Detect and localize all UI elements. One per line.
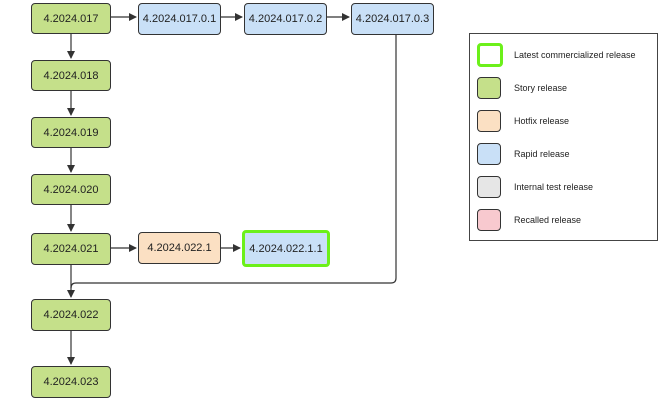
legend-swatch-rapid <box>477 143 501 165</box>
legend: Latest commercialized release Story rele… <box>469 33 658 241</box>
legend-item-story: Story release <box>477 76 567 100</box>
legend-swatch-internal-test <box>477 176 501 198</box>
node-4-2024-017: 4.2024.017 <box>31 3 111 34</box>
legend-item-rapid: Rapid release <box>477 142 570 166</box>
node-4-2024-017-0-1: 4.2024.017.0.1 <box>138 3 221 35</box>
node-4-2024-017-0-2: 4.2024.017.0.2 <box>244 3 327 35</box>
node-4-2024-022: 4.2024.022 <box>31 299 111 331</box>
node-4-2024-022-1: 4.2024.022.1 <box>138 232 221 264</box>
legend-swatch-recalled <box>477 209 501 231</box>
node-4-2024-023: 4.2024.023 <box>31 366 111 398</box>
node-4-2024-019: 4.2024.019 <box>31 117 111 148</box>
node-4-2024-022-1-1: 4.2024.022.1.1 <box>242 230 330 267</box>
edge-r0173-022 <box>70 35 397 289</box>
legend-item-internal-test: Internal test release <box>477 175 593 199</box>
node-4-2024-018: 4.2024.018 <box>31 60 111 91</box>
legend-item-latest: Latest commercialized release <box>477 43 636 67</box>
legend-item-recalled: Recalled release <box>477 208 581 232</box>
node-4-2024-017-0-3: 4.2024.017.0.3 <box>351 3 434 35</box>
legend-swatch-hotfix <box>477 110 501 132</box>
legend-label: Recalled release <box>514 215 582 225</box>
legend-label: Internal test release <box>514 182 594 192</box>
node-4-2024-020: 4.2024.020 <box>31 174 111 205</box>
legend-item-hotfix: Hotfix release <box>477 109 569 133</box>
legend-label: Rapid release <box>514 149 570 159</box>
node-4-2024-021: 4.2024.021 <box>31 233 111 265</box>
legend-label: Story release <box>514 83 568 93</box>
legend-label: Hotfix release <box>514 116 570 126</box>
legend-swatch-story <box>477 77 501 99</box>
legend-swatch-latest <box>477 43 503 67</box>
legend-label: Latest commercialized release <box>514 50 636 60</box>
